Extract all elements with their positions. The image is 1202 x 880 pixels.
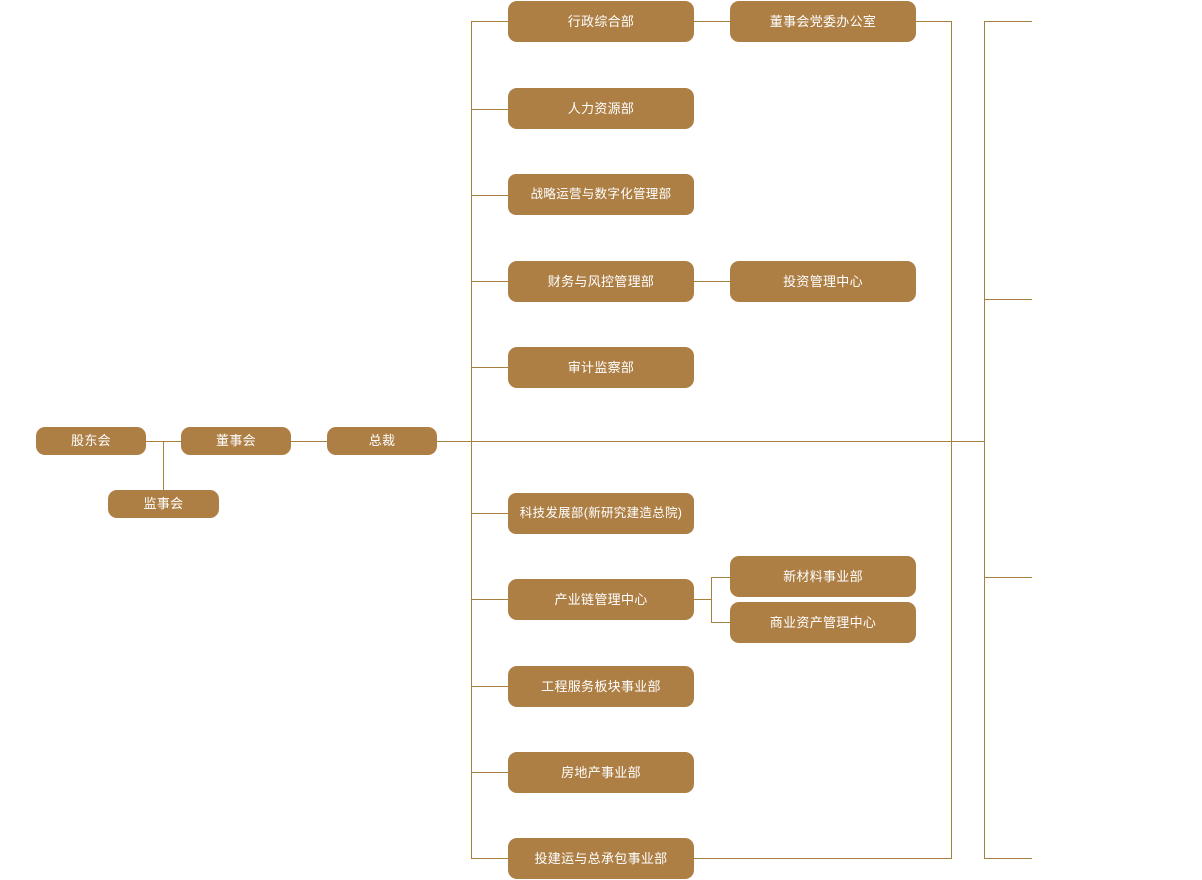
node-finance[interactable]: 财务与风控管理部 xyxy=(508,261,694,302)
connector-outer-stub-top xyxy=(984,21,1032,22)
node-engineering[interactable]: 工程服务板块事业部 xyxy=(508,666,694,707)
connector-spine-audit xyxy=(471,367,508,368)
node-label-shareholders: 股东会 xyxy=(71,433,111,449)
connector-epc-to-rail xyxy=(694,858,951,859)
node-president[interactable]: 总裁 xyxy=(327,427,437,455)
node-label-materials: 新材料事业部 xyxy=(783,568,863,584)
connector-spine-tech xyxy=(471,513,508,514)
connector-spine-engineering xyxy=(471,686,508,687)
node-materials[interactable]: 新材料事业部 xyxy=(730,556,916,597)
connector-spine-hr xyxy=(471,109,508,110)
connector-chain-stem xyxy=(694,599,711,600)
connector-outer-stub-bottom xyxy=(984,858,1032,859)
connector-spine-chain xyxy=(471,599,508,600)
node-label-admin: 行政综合部 xyxy=(567,13,635,29)
connector-admin-party-office xyxy=(694,21,730,22)
connector-chain-split-vertical xyxy=(711,577,712,623)
node-label-tech: 科技发展部(新研究建造总院) xyxy=(519,506,683,520)
connector-outer-stub-lower-mid xyxy=(984,577,1032,578)
connector-spine-realestate xyxy=(471,772,508,773)
node-board[interactable]: 董事会 xyxy=(181,427,291,455)
node-realestate[interactable]: 房地产事业部 xyxy=(508,752,694,793)
connector-party-office-to-rail xyxy=(916,21,951,22)
connector-secondary-rail xyxy=(951,21,952,859)
node-label-supervisors: 监事会 xyxy=(143,496,184,512)
connector-spine-epc xyxy=(471,858,508,859)
node-label-audit: 审计监察部 xyxy=(567,359,635,375)
node-label-party-office: 董事会党委办公室 xyxy=(769,13,877,29)
node-label-strategy: 战略运营与数字化管理部 xyxy=(530,187,672,201)
connector-outer-rail xyxy=(984,21,985,859)
connector-spine-admin xyxy=(471,21,508,22)
connector-finance-investment xyxy=(694,281,730,282)
node-investment[interactable]: 投资管理中心 xyxy=(730,261,916,302)
connector-chain-materials xyxy=(711,577,730,578)
connector-outer-stub-upper-mid xyxy=(984,299,1032,300)
node-label-board: 董事会 xyxy=(216,433,256,449)
node-label-hr: 人力资源部 xyxy=(567,100,635,116)
node-audit[interactable]: 审计监察部 xyxy=(508,347,694,388)
connector-chain-commercial xyxy=(711,622,730,623)
node-party-office[interactable]: 董事会党委办公室 xyxy=(730,1,916,42)
connector-board-president xyxy=(291,441,327,442)
node-supervisors[interactable]: 监事会 xyxy=(108,490,219,518)
node-label-epc: 投建运与总承包事业部 xyxy=(534,850,668,866)
node-label-commercial: 商业资产管理中心 xyxy=(769,614,877,630)
connector-spine-strategy xyxy=(471,195,508,196)
node-admin[interactable]: 行政综合部 xyxy=(508,1,694,42)
node-tech[interactable]: 科技发展部(新研究建造总院) xyxy=(508,493,694,534)
node-hr[interactable]: 人力资源部 xyxy=(508,88,694,129)
node-shareholders[interactable]: 股东会 xyxy=(36,427,146,455)
node-commercial[interactable]: 商业资产管理中心 xyxy=(730,602,916,643)
connector-board-supervisors-vertical xyxy=(163,441,164,504)
node-chain[interactable]: 产业链管理中心 xyxy=(508,579,694,620)
node-label-president: 总裁 xyxy=(368,433,396,449)
connector-president-main-bus xyxy=(437,441,984,442)
node-label-engineering: 工程服务板块事业部 xyxy=(541,678,661,694)
node-label-chain: 产业链管理中心 xyxy=(554,591,648,607)
node-strategy[interactable]: 战略运营与数字化管理部 xyxy=(508,174,694,215)
node-label-realestate: 房地产事业部 xyxy=(561,764,641,780)
connector-main-spine xyxy=(471,21,472,859)
node-label-investment: 投资管理中心 xyxy=(783,273,863,289)
node-label-finance: 财务与风控管理部 xyxy=(547,273,655,289)
node-epc[interactable]: 投建运与总承包事业部 xyxy=(508,838,694,879)
connector-spine-finance xyxy=(471,281,508,282)
